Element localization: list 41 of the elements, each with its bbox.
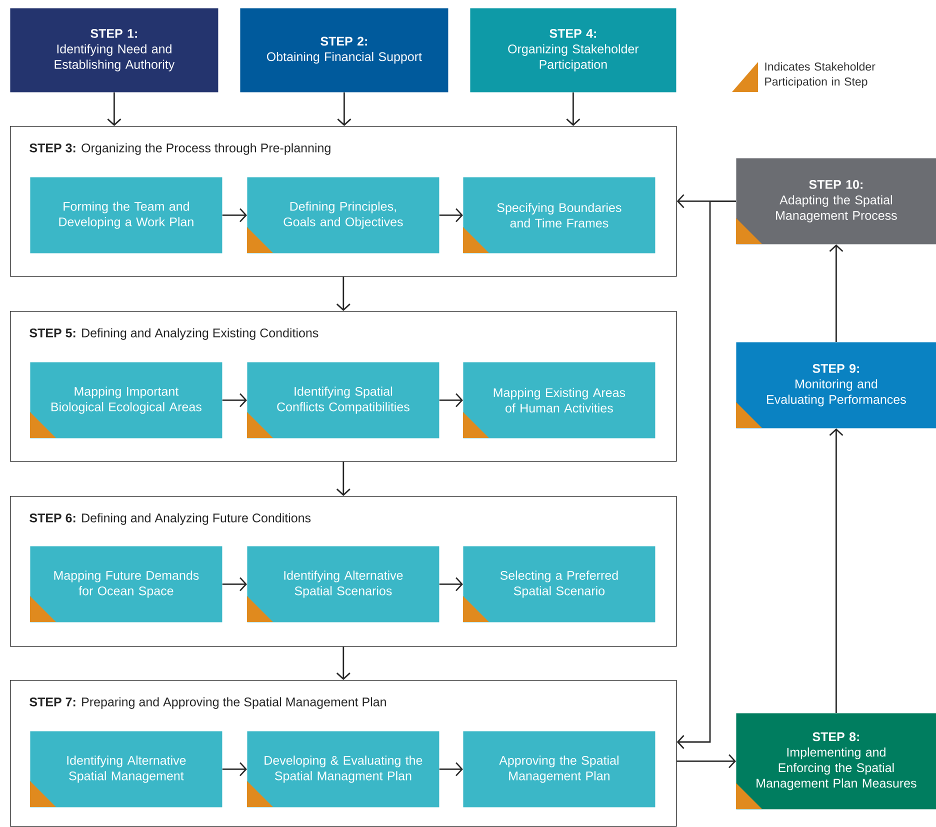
task-box: Identifying Alternative Spatial Scenarios xyxy=(247,546,440,622)
legend-text: Indicates Stakeholder Participation in Step xyxy=(765,62,876,88)
arrow xyxy=(676,754,736,768)
task-box: Forming the Team and Developing a Work Plan xyxy=(30,177,222,254)
step-box: STEP 1: Identifying Need and Establishing Authority xyxy=(10,8,218,92)
step-box: STEP 2: Obtaining Financial Support xyxy=(240,8,448,92)
panel-heading: STEP 7: Preparing and Approving the Spatial Management Plan xyxy=(30,697,386,709)
step-box: STEP 8: Implementing and Enforcing the Spatial Management Plan Measures xyxy=(736,713,936,810)
arrow xyxy=(107,92,122,126)
task-box: Mapping Future Demands for Ocean Space xyxy=(30,546,222,622)
step-box: STEP 10: Adapting the Spatial Management Process xyxy=(736,158,936,244)
task-box: Selecting a Preferred Spatial Scenario xyxy=(463,546,656,622)
arrow xyxy=(222,208,247,222)
arrow xyxy=(336,276,350,311)
arrow xyxy=(222,393,247,408)
task-box: Identifying Spatial Conflicts Compatibilities xyxy=(247,362,440,438)
task-box: Specifying Boundaries and Time Frames xyxy=(463,177,656,254)
arrow xyxy=(829,244,844,342)
arrow xyxy=(222,762,247,776)
arrow xyxy=(439,577,463,592)
panel-heading: STEP 5: Defining and Analyzing Existing Conditions xyxy=(30,328,318,340)
arrow xyxy=(337,92,352,126)
task-box: Defining Principles, Goals and Objectives xyxy=(247,177,440,254)
arrow xyxy=(829,428,844,713)
task-box: Identifying Alternative Spatial Management xyxy=(30,731,222,808)
arrow xyxy=(439,208,463,222)
panel-heading: STEP 3: Organizing the Process through Pre-planning xyxy=(30,143,330,155)
task-box: Mapping Important Biological Ecological Areas xyxy=(30,362,222,438)
arrow xyxy=(222,577,247,592)
arrow xyxy=(336,646,350,680)
step-box: STEP 9: Monitoring and Evaluating Performances xyxy=(736,342,936,428)
step-box: STEP 4: Organizing Stakeholder Participation xyxy=(470,8,676,92)
arrow xyxy=(566,92,580,126)
arrow xyxy=(676,200,736,749)
task-box: Mapping Existing Areas of Human Activities xyxy=(463,362,656,438)
panel-heading: STEP 6: Defining and Analyzing Future Conditions xyxy=(30,513,311,525)
arrow xyxy=(336,462,350,496)
task-box: Developing & Evaluating the Spatial Managment Plan xyxy=(247,731,440,808)
arrow xyxy=(439,762,463,776)
arrow xyxy=(439,393,463,408)
task-box: Approving the Spatial Management Plan xyxy=(463,731,656,808)
